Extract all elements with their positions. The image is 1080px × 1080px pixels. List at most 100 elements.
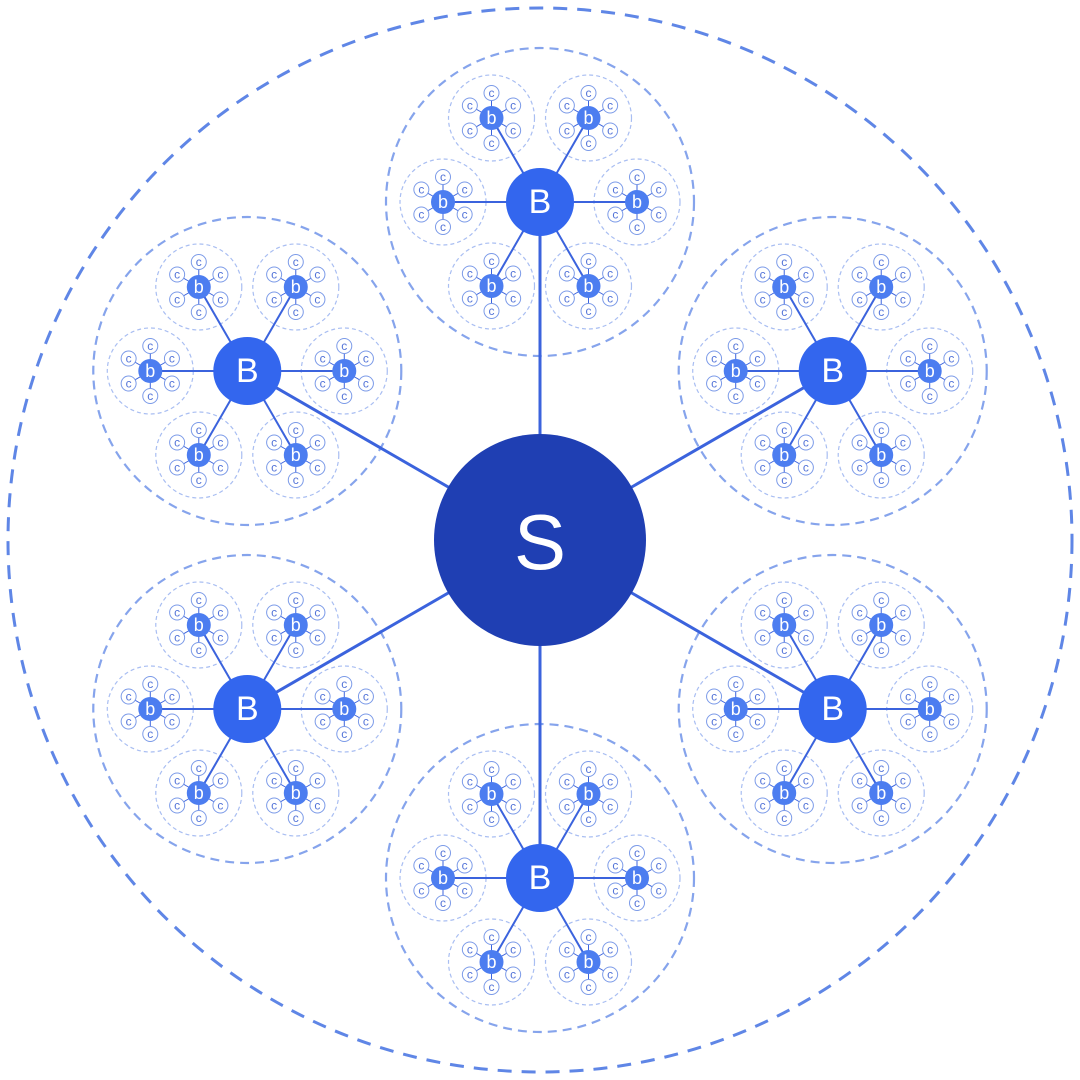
sub-node — [772, 781, 797, 806]
leaf-node — [287, 810, 304, 827]
leaf-node — [169, 772, 186, 789]
leaf-node — [461, 290, 478, 307]
leaf-node — [336, 726, 353, 742]
sub-cluster-ring — [544, 242, 633, 330]
leaf-node — [163, 350, 180, 367]
leaf-node-label: c — [341, 727, 347, 741]
sub-cluster-ring — [447, 750, 536, 838]
leaf-node — [629, 169, 645, 185]
leaf-node — [894, 604, 911, 621]
leaf-node-label: c — [320, 690, 326, 704]
leaf-node — [894, 266, 911, 283]
leaf-node — [776, 641, 793, 658]
leaf-node-label: c — [927, 727, 933, 741]
leaf-node — [797, 291, 814, 308]
leaf-node — [505, 941, 522, 958]
leaf-node — [336, 676, 353, 692]
leaf-node-label: c — [271, 630, 277, 644]
leaf-node-label: c — [462, 884, 468, 898]
sub-node — [431, 866, 455, 890]
leaf-node — [336, 338, 353, 354]
leaf-node — [749, 688, 766, 705]
sub-node — [138, 359, 163, 383]
leaf-node — [435, 895, 451, 911]
leaf-node-label: c — [803, 799, 809, 813]
leaf-node-label: c — [760, 605, 766, 619]
leaf-node-label: c — [293, 305, 299, 319]
leaf-node-label: c — [564, 968, 570, 982]
leaf-node-label: c — [314, 774, 320, 788]
leaf-node-label: c — [217, 774, 223, 788]
leaf-node-label: c — [341, 339, 347, 353]
leaf-node — [650, 181, 667, 198]
leaf-node-label: c — [656, 859, 662, 873]
leaf-node-label: c — [467, 968, 473, 982]
leaf-node — [266, 604, 283, 621]
leaf-node-label: c — [803, 292, 809, 306]
leaf-node-label: c — [510, 799, 516, 813]
leaf-node — [873, 641, 890, 658]
leaf-node-label: c — [314, 267, 320, 281]
leaf-node-label: c — [754, 377, 760, 391]
leaf-node-label: c — [196, 643, 202, 657]
leaf-node — [483, 84, 500, 101]
leaf-node — [212, 266, 229, 283]
leaf-node-label: c — [586, 980, 592, 994]
sub-node — [625, 190, 649, 214]
leaf-node-label: c — [900, 774, 906, 788]
leaf-node — [266, 266, 283, 283]
leaf-node-label: c — [217, 436, 223, 450]
sub-node-label: b — [583, 108, 593, 128]
leaf-node — [602, 97, 619, 114]
leaf-node-label: c — [900, 267, 906, 281]
sub-node — [283, 443, 308, 468]
leaf-node-label: c — [217, 461, 223, 475]
leaf-node — [580, 253, 597, 270]
sub-node-label: b — [291, 277, 301, 297]
leaf-node-label: c — [781, 811, 787, 825]
leaf-node-label: c — [489, 812, 495, 826]
leaf-node — [309, 459, 326, 476]
leaf-node-label: c — [510, 98, 516, 112]
leaf-node — [797, 459, 814, 476]
leaf-node — [309, 629, 326, 646]
leaf-node-label: c — [363, 377, 369, 391]
leaf-node-label: c — [900, 630, 906, 644]
leaf-node — [558, 97, 575, 114]
leaf-node-label: c — [564, 292, 570, 306]
leaf-node — [943, 375, 960, 392]
leaf-node — [894, 797, 911, 814]
sub-node-label: b — [145, 699, 155, 719]
leaf-node-label: c — [607, 943, 613, 957]
leaf-node-label: c — [781, 761, 787, 775]
leaf-node — [287, 422, 304, 439]
sub-node-label: b — [876, 783, 886, 803]
leaf-node — [706, 713, 723, 730]
leaf-node — [314, 713, 331, 730]
leaf-node-label: c — [174, 605, 180, 619]
branch-node — [213, 675, 282, 743]
leaf-node-label: c — [656, 884, 662, 898]
leaf-node-label: c — [363, 690, 369, 704]
leaf-node — [797, 604, 814, 621]
leaf-node — [894, 772, 911, 789]
leaf-node — [169, 629, 186, 646]
leaf-node-label: c — [948, 690, 954, 704]
leaf-node — [190, 422, 207, 439]
leaf-node-label: c — [803, 630, 809, 644]
leaf-node-label: c — [634, 220, 640, 234]
leaf-node — [456, 206, 473, 223]
leaf-node-label: c — [271, 292, 277, 306]
leaf-node-label: c — [586, 930, 592, 944]
leaf-node — [190, 303, 207, 320]
leaf-node-label: c — [174, 799, 180, 813]
leaf-node-label: c — [803, 461, 809, 475]
leaf-node-label: c — [489, 136, 495, 150]
leaf-node-label: c — [510, 774, 516, 788]
leaf-node-label: c — [440, 170, 446, 184]
branch-node — [506, 168, 574, 236]
leaf-node-label: c — [656, 183, 662, 197]
leaf-node — [797, 629, 814, 646]
sub-node-label: b — [779, 277, 789, 297]
leaf-node — [357, 688, 374, 705]
